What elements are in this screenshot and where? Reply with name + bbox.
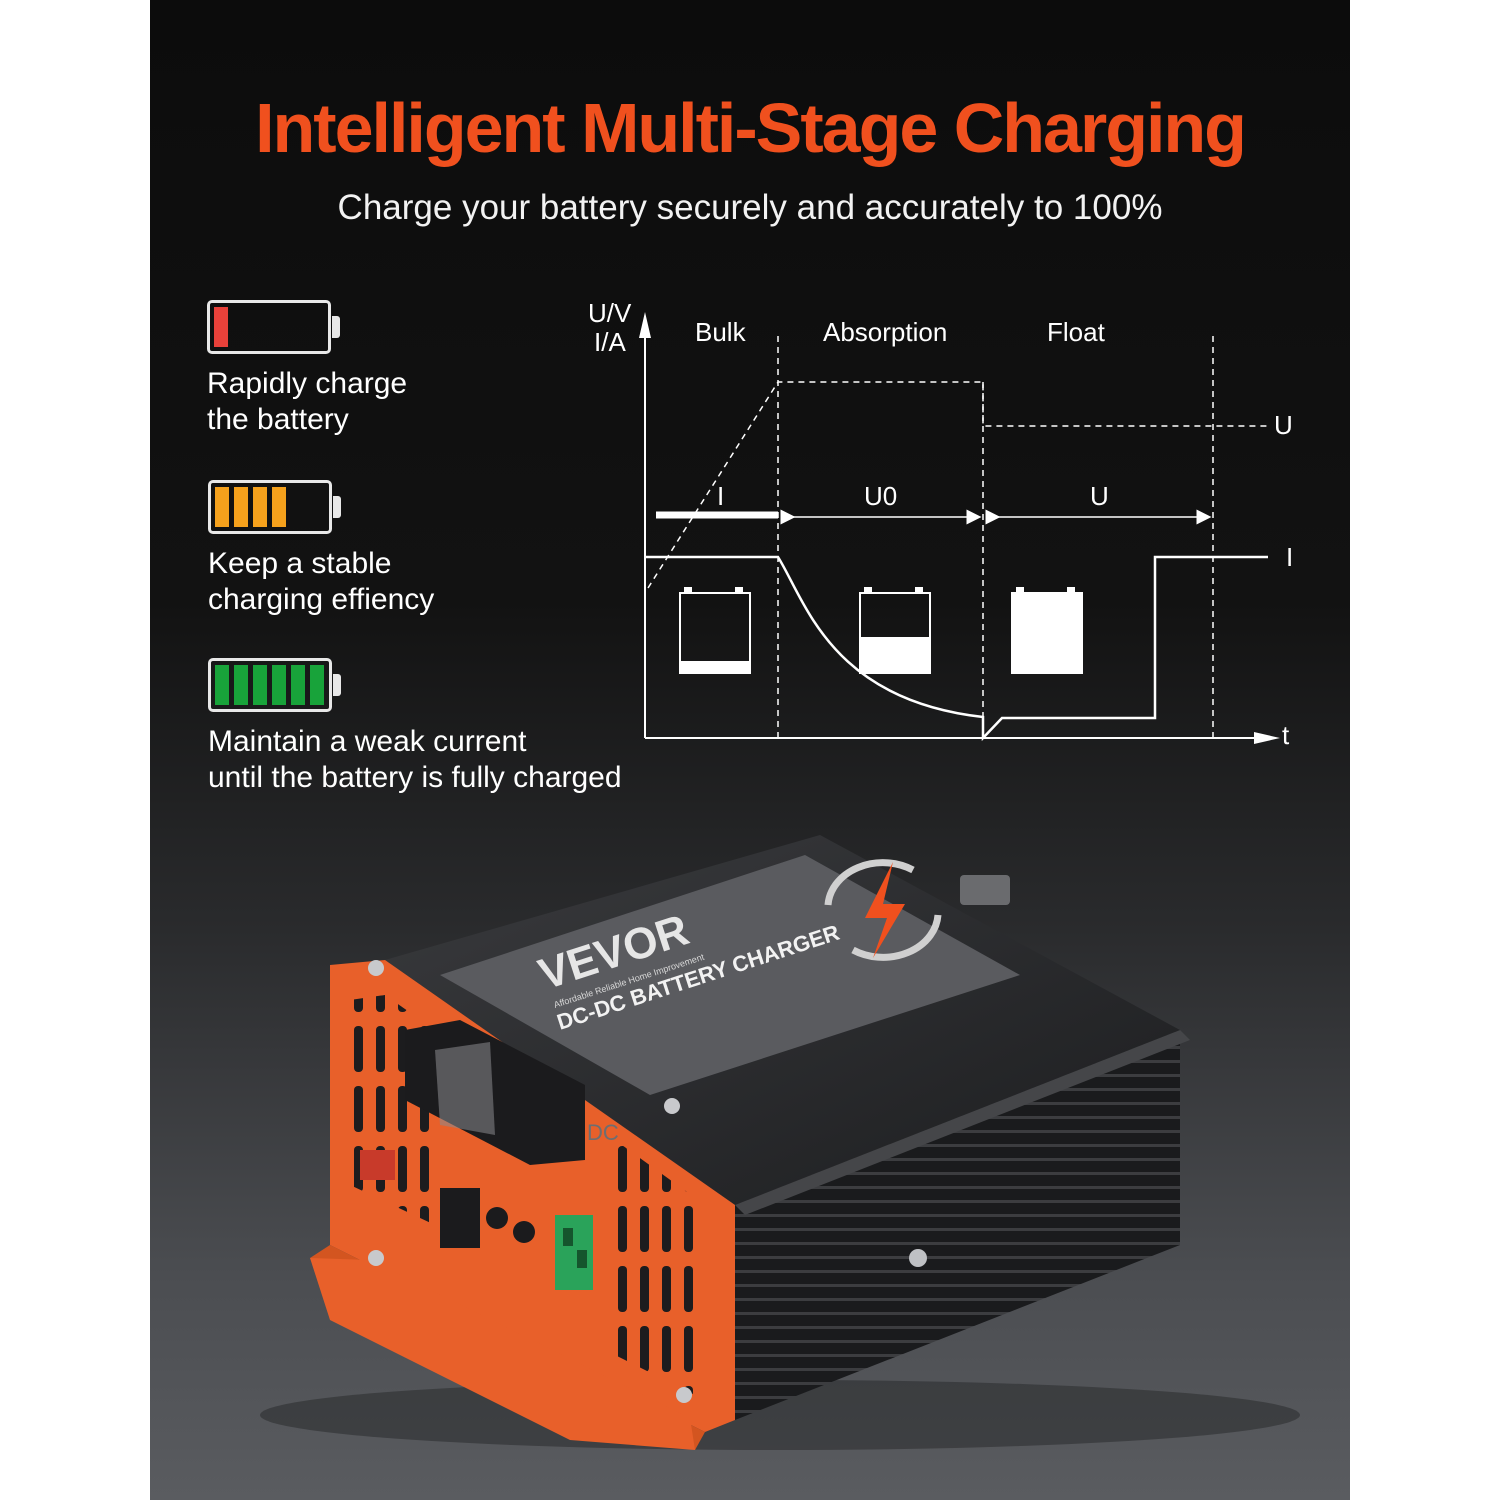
corner-screw-icon	[368, 960, 384, 976]
terminal-cover-icon	[435, 1042, 495, 1135]
battery-bar	[272, 665, 286, 705]
battery-low-icon	[207, 300, 340, 354]
terminal-slot	[577, 1250, 587, 1268]
y-axis-arrow-icon	[639, 312, 651, 338]
battery-bar	[253, 665, 267, 705]
lightning-logo-icon	[824, 859, 942, 961]
battery-half-icon	[859, 587, 931, 674]
x-axis-arrow-icon	[1254, 732, 1280, 744]
stage-bulk-text: Rapidly charge the battery	[207, 367, 408, 436]
phase-float-label: Float	[1047, 317, 1106, 347]
dip-switch	[360, 1150, 395, 1180]
corner-screw-icon	[676, 1387, 692, 1403]
battery-bar	[291, 665, 305, 705]
rj-port	[440, 1188, 480, 1248]
dc-port-label: DC	[587, 1120, 619, 1145]
battery-bar	[234, 665, 248, 705]
phase-absorption-label: Absorption	[823, 317, 947, 347]
current-end-label: I	[1286, 542, 1293, 572]
x-axis-label: t	[1282, 720, 1290, 750]
dc-dc-charger-product: VEVOR Affordable Reliable Home Improveme…	[260, 835, 1300, 1450]
stage-float-text: Maintain a weak current until the batter…	[208, 725, 622, 794]
heatsink-fins	[735, 1030, 1180, 1420]
stage-bulk: Rapidly charge the battery	[207, 300, 637, 438]
rear-terminal	[960, 875, 1010, 905]
battery-bar	[215, 487, 229, 527]
current-curve	[645, 555, 1268, 742]
stage-absorption-text: Keep a stable charging effiency	[208, 547, 435, 616]
battery-empty-icon	[679, 587, 751, 674]
status-led-icon	[513, 1221, 535, 1243]
infographic-canvas: Intelligent Multi-Stage Charging Charge …	[150, 0, 1350, 1500]
stage-absorption: Keep a stable charging effiency	[208, 480, 638, 618]
mounting-foot-base	[310, 1258, 695, 1450]
battery-bar	[310, 665, 324, 705]
corner-screw-icon	[368, 1250, 384, 1266]
side-screw-icon	[909, 1249, 927, 1267]
battery-full-icon	[208, 658, 341, 712]
subheadline: Charge your battery securely and accurat…	[337, 188, 1163, 227]
absorption-segment-label: U0	[864, 481, 897, 511]
phase-bulk-label: Bulk	[695, 317, 747, 347]
battery-full-diagram-icon	[1011, 587, 1083, 674]
voltage-end-label: U	[1274, 410, 1293, 440]
headline: Intelligent Multi-Stage Charging	[255, 89, 1247, 167]
heatsink-edge	[735, 1030, 1190, 1215]
battery-bar	[234, 487, 248, 527]
green-terminal-connector	[555, 1215, 593, 1290]
vent-grid-right	[615, 1140, 705, 1400]
y-axis-label-current: I/A	[594, 327, 626, 357]
battery-bar	[214, 307, 228, 347]
battery-bar	[215, 665, 229, 705]
charging-curve-diagram: U/V I/A t Bulk Absorption Float U I I U0…	[588, 298, 1293, 750]
bulk-segment-label: I	[717, 481, 724, 511]
stage-float: Maintain a weak current until the batter…	[208, 658, 648, 796]
terminal-slot	[563, 1228, 573, 1246]
battery-medium-icon	[208, 480, 341, 534]
status-led-icon	[486, 1207, 508, 1229]
battery-bar	[272, 487, 286, 527]
corner-screw-icon	[664, 1098, 680, 1114]
voltage-curve	[647, 381, 1270, 589]
battery-bar	[253, 487, 267, 527]
y-axis-label-voltage: U/V	[588, 298, 632, 328]
float-segment-label: U	[1090, 481, 1109, 511]
